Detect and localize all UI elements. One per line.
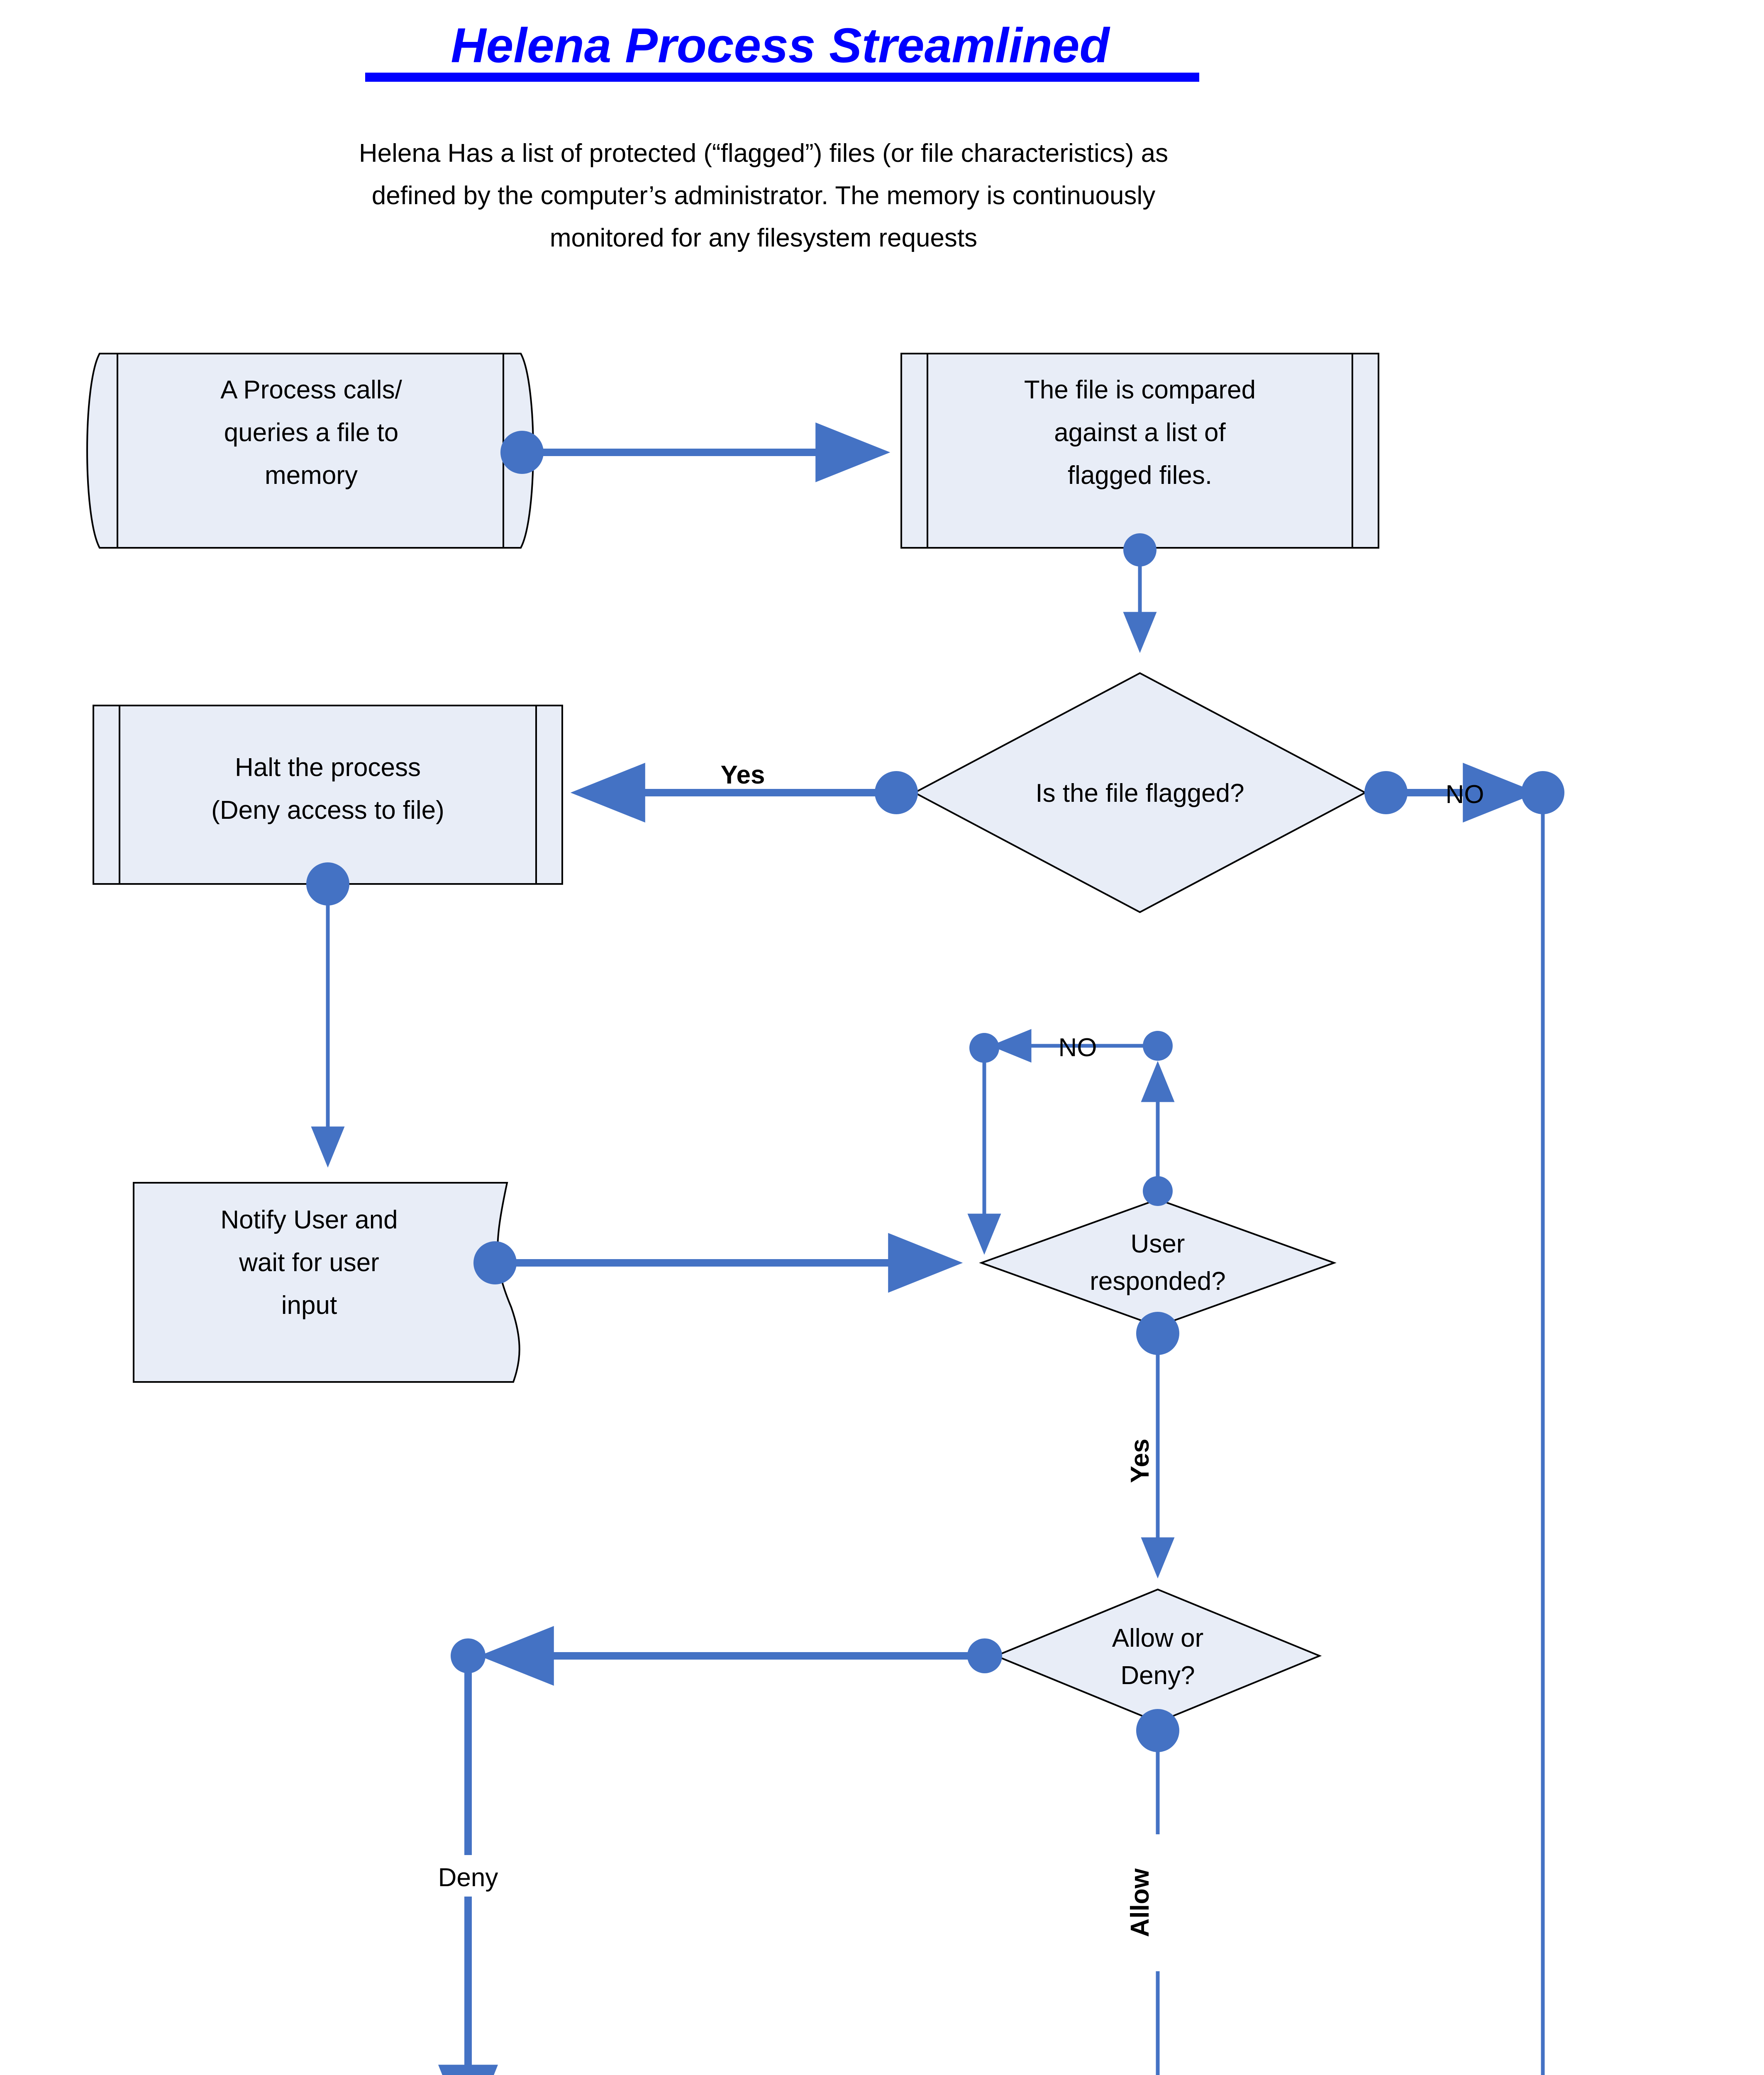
node-file-compared[interactable]: The file is compared against a list of f… bbox=[900, 353, 1379, 549]
node-text-line-2: Deny? bbox=[1120, 1661, 1195, 1690]
node-process-calls[interactable]: A Process calls/ queries a file to memor… bbox=[86, 353, 534, 549]
page-title-text: Helena Process Streamlined bbox=[451, 18, 1110, 73]
edge-start-dot bbox=[1364, 771, 1408, 814]
node-text-line-1: User bbox=[1131, 1230, 1185, 1258]
node-text-line-1: Allow or bbox=[1112, 1624, 1204, 1653]
node-text-line-1: Notify User and bbox=[220, 1206, 398, 1234]
edge-label-deny-fg: Deny bbox=[438, 1863, 498, 1892]
edge-start-dot bbox=[875, 771, 918, 814]
edge-label-allow: Allow bbox=[1126, 1868, 1154, 1937]
title-underline bbox=[365, 73, 1199, 82]
edge-deny-branch: Deny Deny bbox=[415, 1626, 1002, 2075]
decision-shape bbox=[979, 1198, 1337, 1328]
intro-line-2: defined by the computer’s administrator.… bbox=[372, 181, 1156, 210]
node-text-line-1: Halt the process bbox=[235, 753, 421, 782]
edge-notify-to-responded bbox=[473, 1233, 963, 1293]
edge-calls-to-compared bbox=[500, 422, 891, 482]
node-text-line-3: input bbox=[281, 1291, 337, 1320]
decision-shape bbox=[912, 672, 1367, 913]
node-is-flagged[interactable]: Is the file flagged? bbox=[912, 672, 1367, 913]
edge-responded-yes: Yes bbox=[1126, 1312, 1179, 1579]
predefined-process-shape bbox=[900, 353, 1379, 549]
node-text-line-2: wait for user bbox=[239, 1248, 379, 1277]
node-notify-user[interactable]: Notify User and wait for user input bbox=[133, 1182, 520, 1383]
edge-label-yes: Yes bbox=[721, 761, 765, 789]
edge-start-dot bbox=[1123, 533, 1156, 566]
node-halt-process[interactable]: Halt the process (Deny access to file) bbox=[93, 705, 563, 885]
node-text-line-2: (Deny access to file) bbox=[211, 796, 444, 825]
cylinder-shape bbox=[86, 353, 534, 549]
node-text-line-1: A Process calls/ bbox=[220, 376, 402, 404]
node-text-line-2: queries a file to bbox=[224, 418, 398, 447]
edge-start-dot bbox=[500, 431, 544, 474]
edge-label-yes: Yes bbox=[1126, 1439, 1154, 1483]
page-title: Helena Process Streamlined bbox=[365, 18, 1199, 82]
node-text-line-1: Is the file flagged? bbox=[1035, 779, 1244, 808]
edge-flagged-yes: Yes bbox=[570, 761, 918, 823]
edge-compared-to-flagged bbox=[1123, 533, 1157, 653]
allow-label-backdrop bbox=[1135, 1834, 1181, 1971]
node-allow-or-deny[interactable]: Allow or Deny? bbox=[993, 1588, 1322, 1723]
edge-responded-no-loop: NO bbox=[967, 1029, 1175, 1255]
deny-label-backdrop bbox=[415, 1855, 521, 1897]
predefined-process-shape bbox=[93, 705, 563, 885]
edge-flagged-no: NO bbox=[1364, 763, 1564, 2075]
edge-allow-branch: Allow bbox=[1126, 1709, 1181, 2075]
node-text-line-3: flagged files. bbox=[1068, 461, 1212, 490]
edge-label-no: NO bbox=[1446, 780, 1484, 809]
edge-label-no: NO bbox=[1059, 1033, 1097, 1062]
node-text-line-2: responded? bbox=[1090, 1267, 1226, 1296]
intro-paragraph: Helena Has a list of protected (“flagged… bbox=[359, 139, 1168, 252]
intro-line-3: monitored for any filesystem requests bbox=[550, 224, 977, 252]
node-text-line-3: memory bbox=[265, 461, 358, 490]
card-shape bbox=[133, 1182, 520, 1383]
intro-line-1: Helena Has a list of protected (“flagged… bbox=[359, 139, 1168, 168]
node-user-responded[interactable]: User responded? bbox=[979, 1198, 1337, 1328]
edge-halt-to-notify bbox=[306, 862, 349, 1168]
node-text-line-1: The file is compared bbox=[1024, 376, 1256, 404]
decision-shape bbox=[993, 1588, 1322, 1723]
node-text-line-2: against a list of bbox=[1054, 418, 1226, 447]
